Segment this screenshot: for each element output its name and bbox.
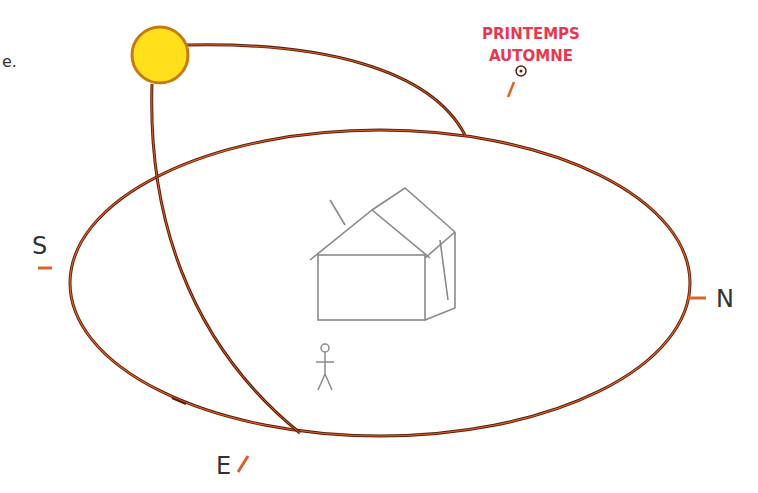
cardinal-label: E — [216, 452, 231, 481]
tick-mark — [238, 456, 248, 472]
sun-symbol — [516, 66, 526, 76]
person-sketch — [316, 344, 334, 390]
sun-symbol-dot — [520, 70, 523, 73]
equinox-sun-path — [186, 45, 465, 135]
horizon-ellipse — [70, 130, 690, 436]
cardinal-label: N — [716, 285, 734, 314]
sun-path-to-east-highlight — [152, 84, 300, 433]
sun — [132, 27, 188, 83]
tick-mark — [688, 297, 706, 300]
sun-path-to-east — [152, 84, 300, 433]
cut-note: e. — [2, 52, 17, 71]
season-label: PRINTEMPS AUTOMNE — [482, 24, 580, 68]
equinox-sun-path-highlight — [186, 45, 465, 135]
house-sketch — [310, 188, 455, 320]
tick-mark — [508, 82, 514, 97]
horizon-ellipse-highlight — [70, 130, 690, 436]
tick-mark — [38, 267, 52, 270]
cardinal-label: S — [32, 232, 47, 261]
tick-mark — [172, 398, 186, 404]
